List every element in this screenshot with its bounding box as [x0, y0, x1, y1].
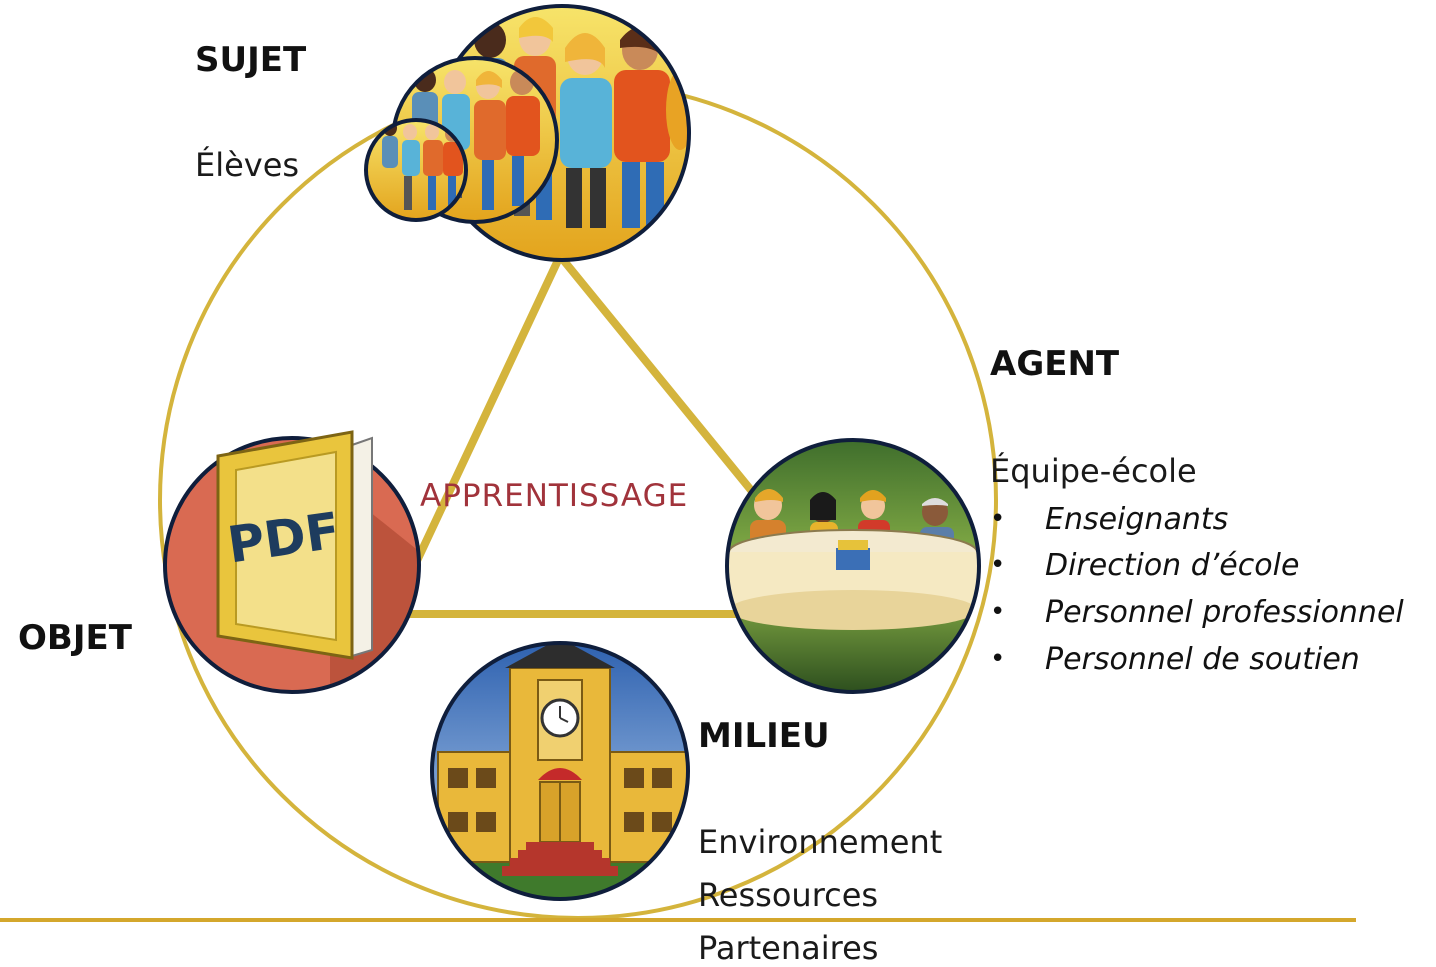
- objet-title: OBJET: [18, 618, 132, 658]
- pdf-book-icon: PDF: [163, 430, 421, 694]
- agent-list-item: Enseignants: [1045, 502, 1229, 537]
- bullet: •: [990, 504, 1006, 534]
- learning-triangle: [388, 252, 856, 618]
- bullet: •: [990, 597, 1006, 627]
- milieu-item: Environnement: [698, 823, 943, 861]
- center-learning-label: APPRENTISSAGE: [420, 478, 689, 514]
- bullet: •: [990, 550, 1006, 580]
- agent-list-item: Personnel de soutien: [1045, 642, 1360, 677]
- team-meeting-icon: [725, 438, 981, 694]
- school-building-icon: [430, 641, 690, 901]
- agent-list-item: Direction d’école: [1045, 548, 1300, 583]
- milieu-title: MILIEU: [698, 716, 830, 756]
- students-crowd-icon: [364, 4, 691, 262]
- milieu-item: Partenaires: [698, 929, 879, 967]
- agent-title: AGENT: [990, 344, 1120, 384]
- agent-list-item: Personnel professionnel: [1045, 595, 1404, 630]
- sujet-subtitle: Élèves: [195, 146, 300, 184]
- bullet: •: [990, 644, 1006, 674]
- milieu-item: Ressources: [698, 876, 879, 914]
- agent-subtitle: Équipe-école: [990, 452, 1197, 490]
- sujet-title: SUJET: [195, 40, 307, 80]
